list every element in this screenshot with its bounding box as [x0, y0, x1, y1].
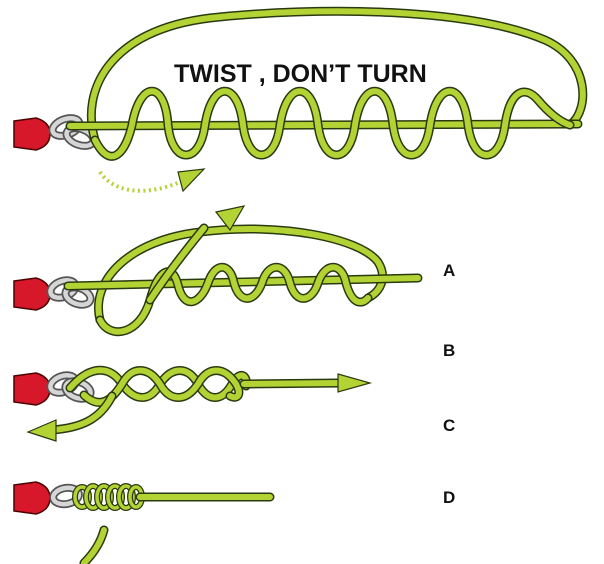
eye-ring — [49, 483, 83, 509]
line-twists — [95, 262, 373, 337]
tag-end-arrowhead — [214, 205, 246, 232]
dotted-rotation-arrow — [98, 170, 181, 193]
fishing-line-twists — [90, 87, 575, 161]
lure-body — [13, 372, 51, 406]
pull-right-arrowhead — [337, 373, 373, 393]
lure-body — [13, 277, 51, 311]
lure-body — [13, 481, 51, 515]
lure-body — [13, 117, 51, 151]
dotted-arrowhead — [177, 168, 206, 193]
step-label-b: B — [443, 341, 455, 360]
top-twist-illustration: TWIST , DON’T TURN — [13, 6, 588, 193]
tag-end-up — [145, 223, 209, 305]
step-d-illustration: D — [13, 481, 455, 564]
fishing-line-big-loop — [86, 6, 588, 145]
pull-left-arrowhead — [26, 419, 57, 442]
step-label-a: A — [443, 261, 455, 280]
fishing-line-standing — [65, 119, 583, 131]
line-standing — [63, 273, 423, 291]
tied-knot-wraps — [72, 483, 145, 511]
diagram-title: TWIST , DON’T TURN — [174, 60, 427, 88]
step-label-c: C — [443, 416, 455, 435]
braided-twists — [65, 365, 251, 407]
tag-end-final — [79, 525, 109, 564]
tag-end-down — [47, 391, 117, 435]
standing-line-right — [239, 378, 345, 389]
step-b-illustration: B — [13, 341, 455, 442]
step-label-d: D — [443, 488, 455, 507]
step-a-illustration: A — [13, 205, 455, 337]
